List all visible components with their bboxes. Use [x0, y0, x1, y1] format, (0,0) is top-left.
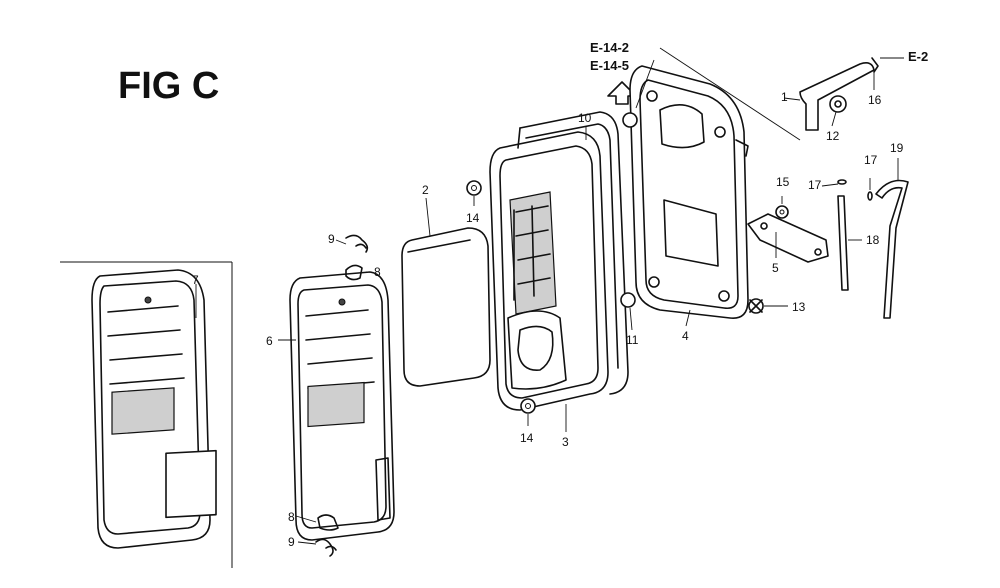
part-number-8-top: 8 [374, 265, 381, 279]
breather-tube [799, 62, 875, 131]
part-number-18: 18 [866, 233, 880, 247]
part-number-2: 2 [422, 183, 429, 197]
part-number-6: 6 [266, 334, 273, 348]
bolt-13 [748, 298, 764, 314]
grommet-12 [829, 95, 847, 113]
part-number-11: 11 [626, 333, 639, 347]
reference-e-14-5: E-14-5 [590, 58, 629, 73]
reference-e-2: E-2 [908, 49, 928, 64]
up-arrow-icon [607, 81, 637, 105]
part-number-4: 4 [682, 329, 689, 343]
part-number-14-top: 14 [466, 211, 480, 225]
air-cleaner-cover-inset [91, 269, 217, 549]
part-number-5: 5 [772, 261, 779, 275]
leader-lines [195, 47, 904, 545]
tube-18 [837, 195, 849, 291]
nut-14-top [466, 180, 482, 196]
part-number-13: 13 [792, 300, 806, 314]
part-number-19: 19 [890, 141, 904, 155]
clip-bottom [315, 514, 339, 557]
clip-16 [871, 57, 879, 73]
grommet-11 [620, 292, 636, 308]
nut-on-plate [622, 112, 638, 128]
part-number-7: 7 [192, 273, 199, 287]
clip-17 [837, 179, 873, 201]
tube-19 [875, 179, 909, 319]
part-number-17-left: 17 [808, 178, 822, 192]
air-cleaner-cover [289, 271, 395, 541]
reference-e-14-2: E-14-2 [590, 40, 629, 55]
part-number-14-bottom: 14 [520, 431, 534, 445]
part-number-15: 15 [776, 175, 790, 189]
nut-15 [775, 205, 789, 219]
part-number-3: 3 [562, 435, 569, 449]
bracket [747, 213, 829, 263]
part-number-9-bottom: 9 [288, 535, 295, 549]
part-number-17-top: 17 [864, 153, 878, 167]
part-number-16: 16 [868, 93, 882, 107]
part-number-8-bottom: 8 [288, 510, 295, 524]
nut-14-bottom [520, 398, 536, 414]
part-number-12: 12 [826, 129, 840, 143]
part-number-10: 10 [578, 111, 592, 125]
filter-element [401, 227, 491, 387]
air-cleaner-case [489, 131, 609, 411]
part-number-1: 1 [781, 90, 788, 104]
figure-title: FIG C [118, 65, 219, 107]
base-plate [629, 65, 749, 319]
inset-frame [60, 261, 233, 568]
gasket [517, 111, 629, 395]
clip-top [345, 234, 369, 281]
part-number-9-top: 9 [328, 232, 335, 246]
